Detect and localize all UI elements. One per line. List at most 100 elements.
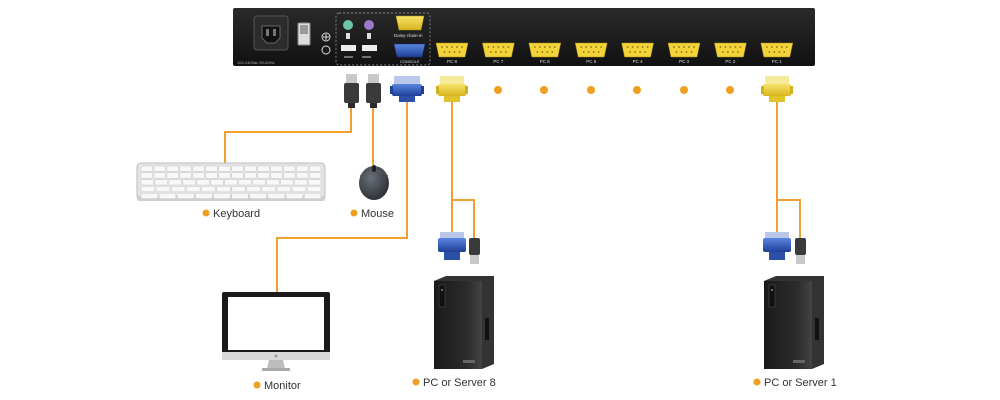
keyboard-key [283, 165, 296, 172]
keyboard-key [182, 179, 196, 186]
port-pin [639, 51, 641, 53]
port-pin [727, 51, 729, 53]
ps2-keyboard-port [343, 20, 353, 30]
keyboard-key [166, 165, 179, 172]
port-pin [626, 46, 629, 48]
keyboard-key [179, 172, 192, 179]
pc-port-label: PC 3 [679, 59, 690, 64]
keyboard-key [231, 192, 249, 199]
keyboard-key [280, 179, 294, 186]
keyboard-key [252, 179, 266, 186]
port-pin [693, 46, 695, 48]
daisy-chain-label: Daisy-chain-in [394, 33, 423, 38]
keyboard-key [257, 172, 270, 179]
usb-connector-icon [344, 74, 359, 108]
port-pin [631, 46, 634, 48]
pc8-cable [451, 100, 475, 238]
port-pin [690, 51, 693, 53]
monitor-icon [222, 292, 330, 371]
port-pin [775, 46, 778, 48]
keyboard-key [276, 186, 292, 193]
keyboard-key [249, 192, 267, 199]
pc-port-label: PC 7 [493, 59, 504, 64]
mouse-label: Mouse [361, 208, 394, 220]
port-pin [636, 46, 639, 48]
port-pin [536, 51, 539, 53]
keyboard-key [231, 165, 244, 172]
keyboard-key [153, 172, 166, 179]
port-pin [546, 51, 549, 53]
port-pin [732, 51, 734, 53]
keyboard-key [140, 165, 153, 172]
port-pin [551, 51, 554, 53]
port-dot-pc3 [680, 86, 688, 94]
port-pin [719, 46, 722, 48]
port-pin [683, 46, 685, 48]
vga-connector-icon [390, 76, 424, 102]
usb-port-1 [341, 45, 356, 51]
port-pin [448, 51, 451, 53]
mouse-icon [359, 165, 389, 200]
port-pin [773, 51, 776, 53]
port-pin [541, 51, 544, 53]
pc-port-label: PC 5 [586, 59, 597, 64]
keyboard-key [218, 172, 231, 179]
pc8-plugs [438, 232, 480, 264]
keyboard-key [186, 186, 201, 193]
power-label: 100-240Vac 50-60Hz [237, 60, 275, 65]
port-pin [729, 46, 732, 48]
port-pin [685, 51, 688, 53]
keyboard-key [170, 186, 186, 193]
pc-vga-port [667, 42, 701, 58]
port-pin [492, 46, 495, 48]
port-pin [461, 46, 463, 48]
port-pin [582, 51, 585, 53]
keyboard-key [309, 172, 322, 179]
port-pin [590, 46, 593, 48]
keyboard-key [196, 179, 210, 186]
port-dot-pc7 [494, 86, 502, 94]
port-pin [538, 46, 541, 48]
port-pin [634, 51, 636, 53]
pc-vga-port [714, 42, 747, 58]
port-pin [722, 51, 724, 53]
keyboard-key [270, 165, 283, 172]
port-pin [543, 46, 546, 48]
pc1-label: PC or Server 1 [764, 377, 837, 389]
pc-port-label: PC 4 [633, 59, 644, 64]
keyboard-key [266, 179, 280, 186]
port-pin [497, 46, 500, 48]
port-pin [724, 46, 727, 48]
keyboard-key [192, 165, 205, 172]
console-label: CONSOLE [400, 59, 420, 64]
port-pin [502, 46, 505, 48]
pc-vga-port [760, 42, 794, 58]
keyboard-key [205, 172, 218, 179]
keyboard-bullet [202, 209, 210, 217]
port-pin [641, 46, 644, 48]
port-pin [646, 46, 649, 48]
mouse-bullet [350, 209, 358, 217]
keyboard-key [267, 192, 285, 199]
port-pin [495, 51, 497, 53]
keyboard-label: Keyboard [213, 208, 260, 220]
usb-connector-icon [469, 238, 480, 264]
keyboard-key [213, 192, 231, 199]
pc-tower-icon [434, 276, 494, 369]
port-pin [533, 46, 536, 48]
port-dots [494, 86, 734, 94]
port-dot-pc5 [587, 86, 595, 94]
port-pin [595, 46, 598, 48]
monitor-bullet [253, 381, 261, 389]
keyboard-key [291, 186, 307, 193]
keyboard-key [154, 179, 168, 186]
keyboard-key [155, 186, 171, 193]
port-pin [673, 46, 675, 48]
keyboard-key [166, 172, 179, 179]
port-pin [778, 51, 781, 53]
port-pin [441, 46, 443, 48]
pc-port-label: PC 6 [540, 59, 551, 64]
usb-connector-icon [795, 238, 806, 264]
